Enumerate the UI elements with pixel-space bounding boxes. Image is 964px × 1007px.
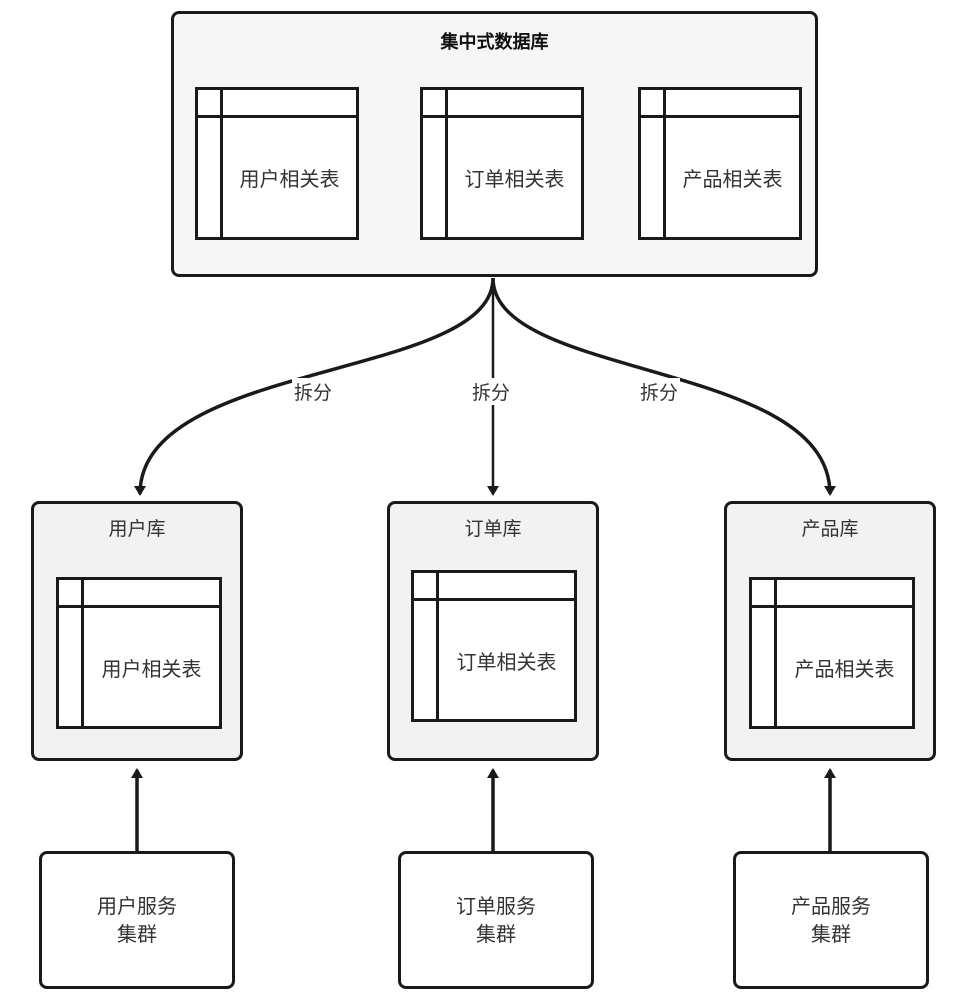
table-label: 订单相关表	[464, 167, 565, 191]
table-product-related: 产品相关表	[749, 577, 915, 729]
table-label: 订单相关表	[456, 649, 557, 674]
table-header-line	[198, 115, 356, 118]
table-order-related: 订单相关表	[420, 87, 584, 240]
service-label: 用户服务 集群	[97, 892, 177, 948]
table-label: 产品相关表	[682, 167, 783, 191]
table-column-line	[445, 90, 448, 237]
table-label: 用户相关表	[101, 656, 202, 681]
product-service-cluster: 产品服务 集群	[733, 851, 929, 989]
service-label: 订单服务 集群	[456, 892, 536, 948]
table-header-line	[59, 605, 219, 608]
split-label-user: 拆分	[292, 378, 335, 405]
service-label-line1: 订单服务	[456, 894, 536, 918]
database-title: 产品库	[801, 518, 859, 540]
service-label-line2: 集群	[476, 922, 516, 946]
table-label: 产品相关表	[794, 656, 895, 681]
database-title: 用户库	[108, 518, 166, 540]
database-title: 订单库	[464, 518, 522, 540]
central-database-title: 集中式数据库	[440, 32, 549, 53]
split-label-product: 拆分	[638, 378, 681, 405]
product-database: 产品库 产品相关表	[724, 501, 936, 761]
user-database: 用户库 用户相关表	[31, 501, 243, 761]
table-header-line	[752, 605, 912, 608]
split-label-order: 拆分	[470, 378, 513, 405]
central-database: 集中式数据库 用户相关表 订单相关表 产品相关表	[171, 11, 818, 277]
order-database: 订单库 订单相关表	[387, 501, 599, 761]
table-column-line	[436, 573, 439, 719]
service-label-line1: 用户服务	[97, 894, 177, 918]
service-label: 产品服务 集群	[791, 892, 871, 948]
user-service-cluster: 用户服务 集群	[39, 851, 235, 989]
table-product-related: 产品相关表	[638, 87, 802, 240]
table-header-line	[423, 115, 581, 118]
service-label-line2: 集群	[117, 922, 157, 946]
table-column-line	[774, 580, 777, 726]
service-label-line2: 集群	[811, 922, 851, 946]
table-user-related: 用户相关表	[56, 577, 222, 729]
table-order-related: 订单相关表	[411, 570, 577, 722]
table-column-line	[81, 580, 84, 726]
table-user-related: 用户相关表	[195, 87, 359, 240]
table-header-line	[641, 115, 799, 118]
table-label: 用户相关表	[239, 167, 340, 191]
table-column-line	[663, 90, 666, 237]
table-header-line	[414, 598, 574, 601]
table-column-line	[220, 90, 223, 237]
order-service-cluster: 订单服务 集群	[398, 851, 594, 989]
service-label-line1: 产品服务	[791, 894, 871, 918]
